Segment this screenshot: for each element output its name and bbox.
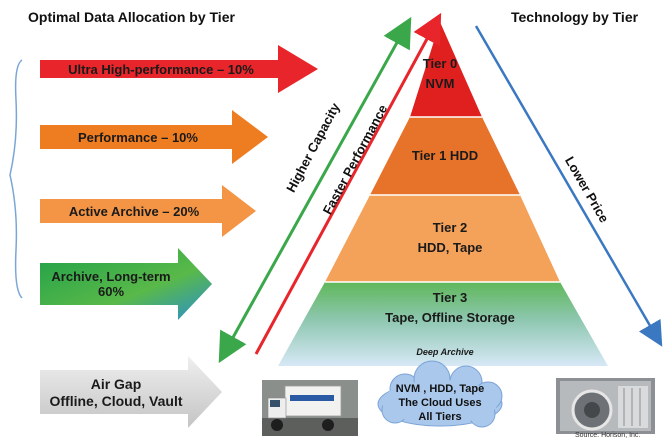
tier2-line2: HDD, Tape xyxy=(417,240,483,255)
arrow-ultra-high-performance xyxy=(40,45,318,93)
tier0-line2: NVM xyxy=(425,76,455,91)
cloud-line3: All Tiers xyxy=(418,411,462,423)
tier3-label: Tier 3 Tape, Offline Storage xyxy=(360,288,540,328)
archive-long-term-label: Archive, Long-term 60% xyxy=(44,269,178,299)
right-heading: Technology by Tier xyxy=(511,9,639,25)
performance-label: Performance – 10% xyxy=(78,130,198,145)
arrow-performance xyxy=(40,110,268,164)
cloud-label: NVM , HDD, Tape The Cloud Uses All Tiers xyxy=(385,382,495,424)
ultra-high-performance-label: Ultra High-performance – 10% xyxy=(68,62,254,77)
deep-archive-label: Deep Archive xyxy=(416,347,474,357)
cloud-line2: The Cloud Uses xyxy=(398,397,482,409)
source-note: Source: Horison, Inc. xyxy=(575,432,641,439)
archive-long-term-line1: Archive, Long-term xyxy=(51,269,171,284)
tier0-block xyxy=(410,22,482,117)
tier3-line1: Tier 3 xyxy=(432,290,468,305)
active-archive-label: Active Archive – 20% xyxy=(68,204,200,219)
higher-capacity-arrow xyxy=(218,16,412,364)
archive-long-term-line2: 60% xyxy=(97,284,125,299)
arrow-active-archive xyxy=(40,185,256,237)
arrow-archive-long-term xyxy=(40,248,212,320)
left-brace xyxy=(9,59,23,299)
vault-icon xyxy=(556,378,655,434)
left-heading: Optimal Data Allocation by Tier xyxy=(28,9,235,25)
air-gap-label: Air Gap Offline, Cloud, Vault xyxy=(44,376,188,410)
air-gap-line1: Air Gap xyxy=(90,376,142,392)
tier0-line1: Tier 0 xyxy=(422,56,458,71)
truck-icon xyxy=(262,380,358,436)
cloud-line1: NVM , HDD, Tape xyxy=(395,383,485,395)
arrow-air-gap xyxy=(40,356,222,428)
tier2-line1: Tier 2 xyxy=(432,220,468,235)
tier3-line2: Tape, Offline Storage xyxy=(385,310,515,325)
faster-performance-arrow xyxy=(254,12,442,355)
tier2-label: Tier 2 HDD, Tape xyxy=(380,218,520,258)
lower-price-arrow xyxy=(474,25,663,347)
tier0-label: Tier 0 NVM xyxy=(410,54,470,94)
tier1-label: Tier 1 HDD xyxy=(411,148,479,163)
air-gap-line2: Offline, Cloud, Vault xyxy=(49,393,183,409)
